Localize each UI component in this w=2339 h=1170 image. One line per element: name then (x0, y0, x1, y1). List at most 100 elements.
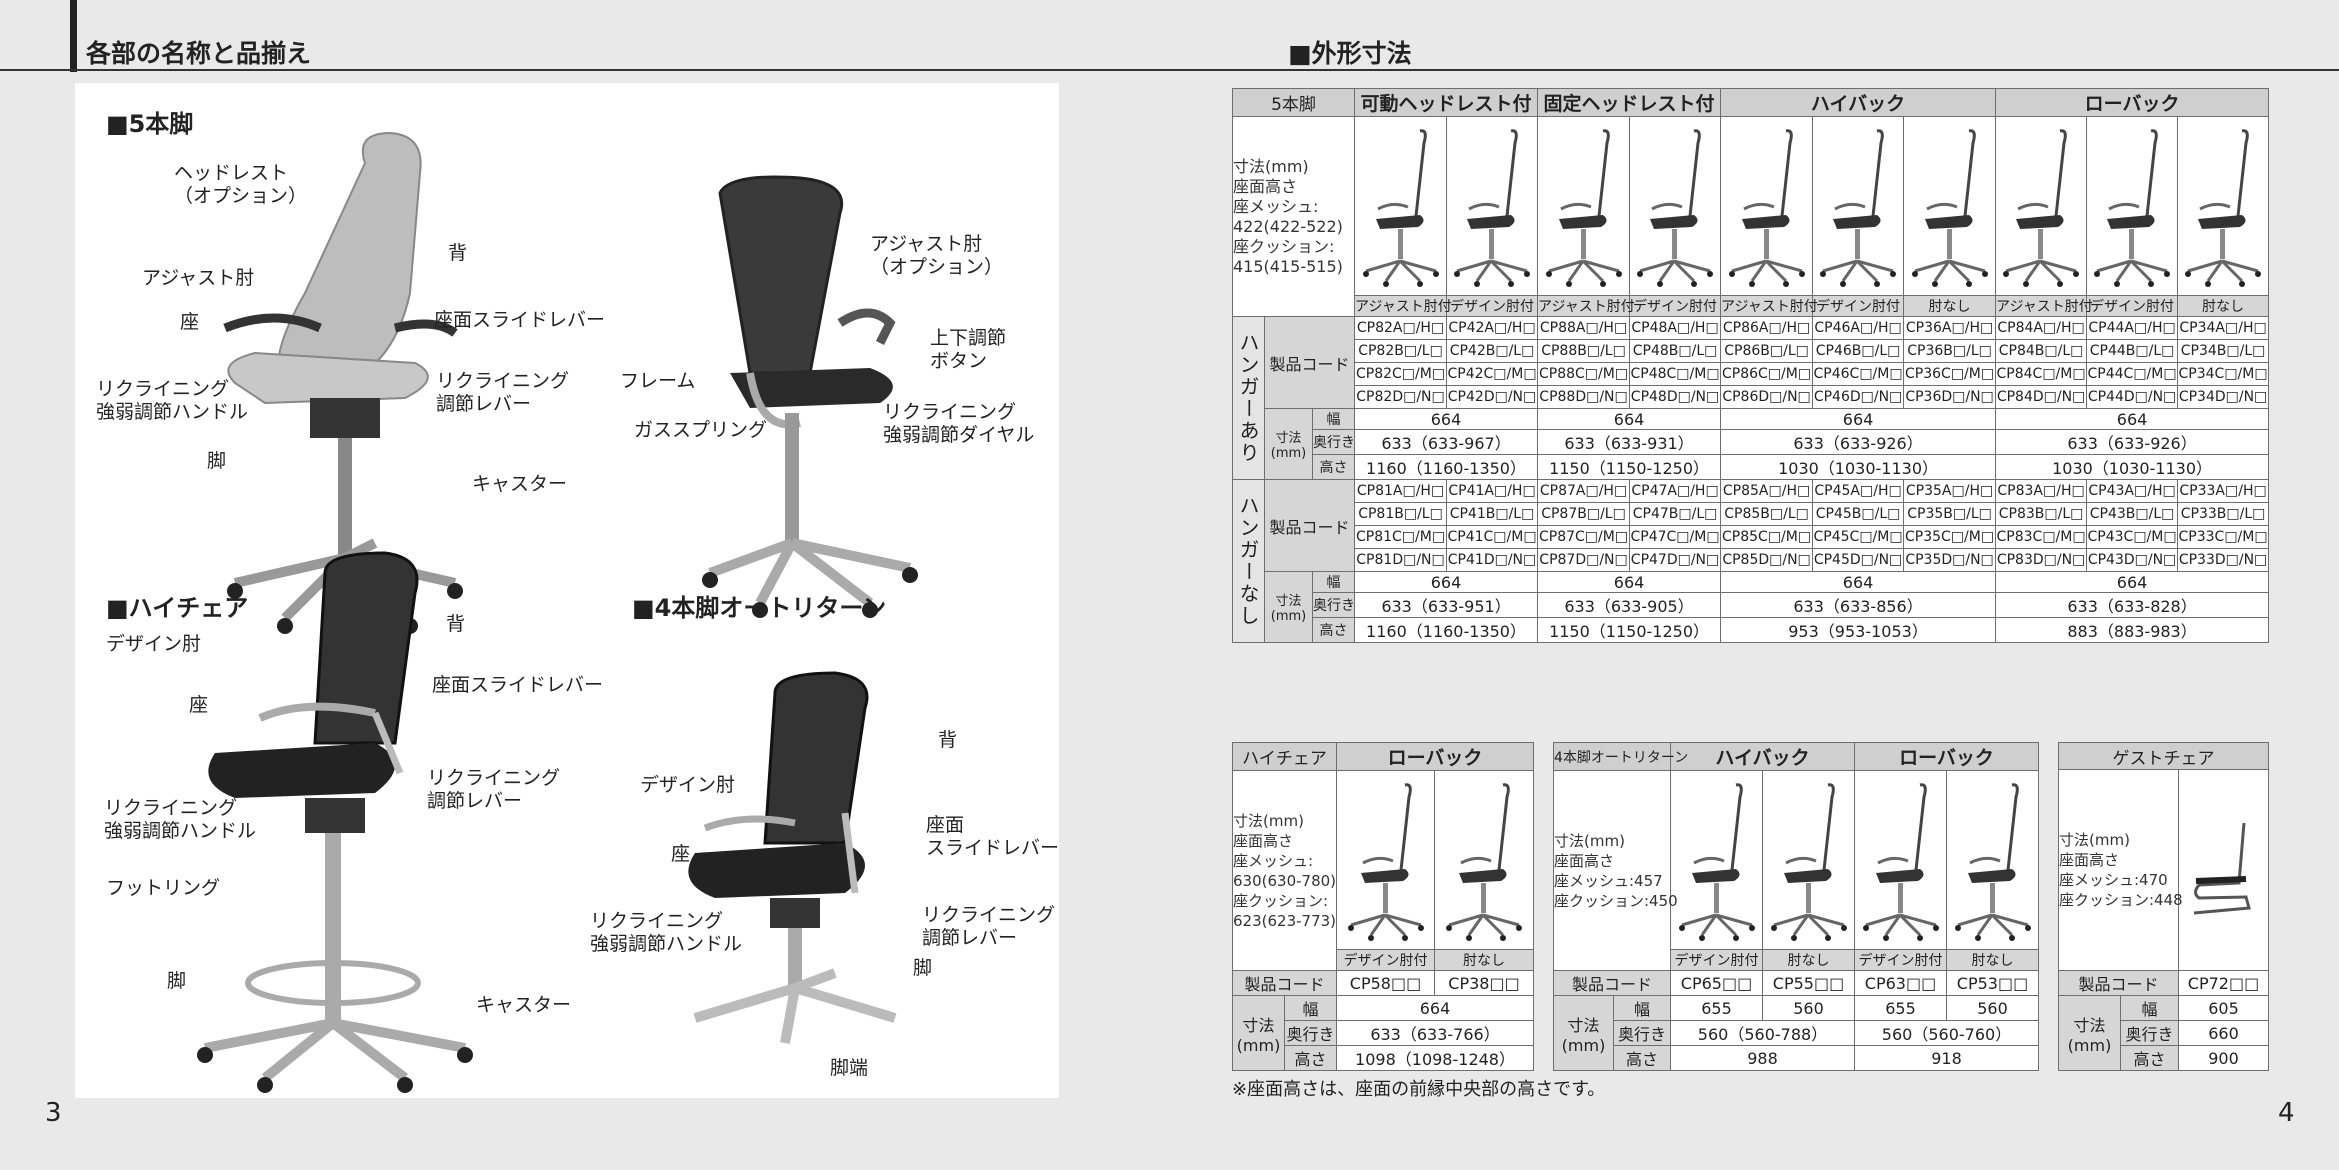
product-code: CP35B□/L□ (1903, 502, 1997, 526)
callout-seat: 座 (180, 311, 200, 333)
width-value: 655 (1670, 995, 1763, 1021)
product-code: CP82C□/M□ (1354, 362, 1448, 386)
width-value: 560 (1762, 995, 1855, 1021)
height-value: 988 (1670, 1045, 1855, 1071)
product-code: CP36A□/H□ (1903, 316, 1997, 340)
product-code: CP35A□/H□ (1903, 479, 1997, 503)
product-code: CP41C□/M□ (1446, 525, 1539, 549)
arm-type: 肘なし (1762, 949, 1855, 971)
arm-type: 肘なし (1946, 949, 2039, 971)
product-code: CP88B□/L□ (1537, 339, 1631, 363)
product-code: CP48C□/M□ (1629, 362, 1722, 386)
depth-value: 633（633-967） (1354, 429, 1539, 455)
chair-thumbnail-icon (2003, 129, 2080, 287)
chair-thumbnail (1537, 116, 1631, 296)
depth-value: 633（633-828） (1995, 592, 2270, 618)
callout-4l-design-arm: デザイン肘 (640, 774, 736, 796)
depth-label: 奥行き (1311, 592, 1356, 618)
dimension-label: 寸法 (mm) (1232, 995, 1285, 1071)
product-code: CP36C□/M□ (1903, 362, 1997, 386)
height-value: 1098（1098-1248） (1336, 1045, 1535, 1071)
arm-type: デザイン肘付 (1854, 949, 1947, 971)
chair-thumbnail (1854, 770, 1947, 950)
group-header: 可動ヘッドレスト付 (1354, 88, 1539, 117)
width-value: 664 (1354, 408, 1539, 430)
product-code: CP87C□/M□ (1537, 525, 1631, 549)
dimension-label: 寸法 (mm) (1553, 995, 1614, 1071)
product-code: CP35C□/M□ (1903, 525, 1997, 549)
product-code: CP33B□/L□ (2177, 502, 2270, 526)
product-code-label: 製品コード (2058, 970, 2179, 996)
product-code: CP34B□/L□ (2177, 339, 2270, 363)
dimensions-table-five-leg: 5本脚 可動ヘッドレスト付 固定ヘッドレスト付 ハイバック ローバック 寸法(m… (1231, 88, 2270, 643)
chair-thumbnail (1354, 116, 1448, 296)
chair-thumbnail (1629, 116, 1722, 296)
product-code: CP58□□ (1336, 970, 1436, 996)
product-code: CP44D□/N□ (2086, 385, 2179, 409)
product-code: CP42A□/H□ (1446, 316, 1539, 340)
chair-thumbnail-icon (1862, 783, 1939, 941)
product-code: CP48B□/L□ (1629, 339, 1722, 363)
corner-cell: ゲストチェア (2057, 742, 2270, 770)
depth-value: 633（633-926） (1995, 429, 2270, 455)
height-label: 高さ (2120, 1045, 2179, 1071)
callout-recline-dial: リクライニング 強弱調節ダイヤル (883, 401, 1035, 446)
product-code: CP87D□/N□ (1537, 548, 1631, 572)
callout-hc-caster: キャスター (476, 994, 572, 1016)
arm-type: アジャスト肘付 (1354, 295, 1452, 317)
callout-updown-button: 上下調節 ボタン (930, 327, 1007, 372)
left-header-rule (0, 69, 1180, 71)
guest-chair-icon (2193, 822, 2251, 915)
callout-back: 背 (448, 242, 468, 264)
height-value: 1030（1030-1130） (1720, 454, 1997, 480)
group-header: ハイバック (1670, 742, 1855, 771)
product-code: CP45B□/L□ (1812, 502, 1905, 526)
depth-value: 660 (2177, 1020, 2270, 1046)
depth-label: 奥行き (1311, 429, 1356, 455)
size-note: 寸法(mm) 座面高さ 座メッシュ: 630(630-780) 座クッション: … (1231, 770, 1338, 971)
chair-thumbnail (1446, 116, 1539, 296)
product-code: CP47B□/L□ (1629, 502, 1722, 526)
product-code: CP42C□/M□ (1446, 362, 1539, 386)
callout-adjust-arm-option: アジャスト肘 （オプション） (870, 233, 1004, 278)
product-code: CP34A□/H□ (2177, 316, 2270, 340)
height-value: 1150（1150-1250） (1537, 617, 1722, 643)
product-code: CP34C□/M□ (2177, 362, 2270, 386)
product-code: CP88D□/N□ (1537, 385, 1631, 409)
callout-4l-back: 背 (938, 729, 958, 751)
product-code: CP33A□/H□ (2177, 479, 2270, 503)
depth-value: 633（633-951） (1354, 592, 1539, 618)
callout-adjust-arm: アジャスト肘 (142, 267, 255, 289)
product-code: CP88C□/M□ (1537, 362, 1631, 386)
product-code: CP81B□/L□ (1354, 502, 1448, 526)
product-code: CP82D□/N□ (1354, 385, 1448, 409)
arm-type: 肘なし (1903, 295, 1997, 317)
height-label: 高さ (1283, 1045, 1338, 1071)
chair-thumbnail-icon (1362, 129, 1439, 287)
arm-type: デザイン肘付 (1336, 949, 1436, 971)
product-code: CP53□□ (1946, 970, 2039, 996)
product-code: CP44C□/M□ (2086, 362, 2179, 386)
product-code: CP47C□/M□ (1629, 525, 1722, 549)
product-code: CP85C□/M□ (1720, 525, 1814, 549)
product-code: CP85D□/N□ (1720, 548, 1814, 572)
height-value: 953（953-1053） (1720, 617, 1997, 643)
arm-type: 肘なし (2177, 295, 2270, 317)
width-label: 幅 (2120, 995, 2179, 1021)
corner-cell: 5本脚 (1231, 88, 1356, 117)
product-code: CP48A□/H□ (1629, 316, 1722, 340)
product-code: CP35D□/N□ (1903, 548, 1997, 572)
width-label: 幅 (1613, 995, 1671, 1021)
product-code: CP84D□/N□ (1995, 385, 2088, 409)
product-code: CP83A□/H□ (1995, 479, 2088, 503)
product-code: CP45A□/H□ (1812, 479, 1905, 503)
footnote: ※座面高さは、座面の前縁中央部の高さです。 (1232, 1079, 1606, 1100)
group-header: ハイバック (1720, 88, 1997, 117)
product-code-label: 製品コード (1553, 970, 1671, 996)
chair-thumbnail (1762, 770, 1855, 950)
chair-thumbnail (1720, 116, 1814, 296)
height-label: 高さ (1311, 454, 1356, 480)
section-title-four-leg: ■4本脚オートリターン (632, 594, 887, 622)
dimension-label: 寸法 (mm) (1264, 408, 1313, 480)
chair-thumbnail (1812, 116, 1905, 296)
